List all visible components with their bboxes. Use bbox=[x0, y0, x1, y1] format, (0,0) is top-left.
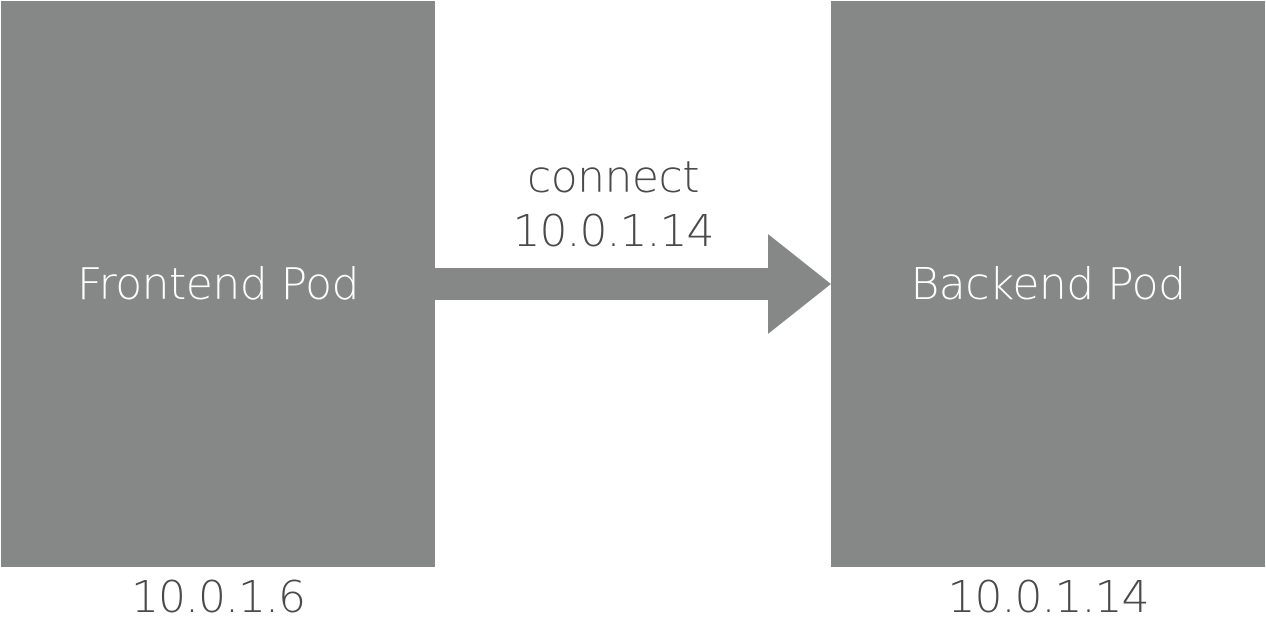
backend-pod-ip: 10.0.1.14 bbox=[947, 572, 1150, 623]
connect-label: connect bbox=[527, 152, 699, 203]
connection-arrow-icon bbox=[435, 234, 831, 334]
arrow-shape bbox=[435, 234, 831, 334]
backend-pod-box: Backend Pod bbox=[831, 1, 1265, 567]
connect-target-ip: 10.0.1.14 bbox=[512, 206, 715, 257]
frontend-pod-label: Frontend Pod bbox=[77, 258, 359, 310]
frontend-pod-box: Frontend Pod bbox=[1, 1, 435, 567]
backend-pod-label: Backend Pod bbox=[910, 258, 1186, 310]
frontend-pod-ip: 10.0.1.6 bbox=[131, 572, 306, 623]
